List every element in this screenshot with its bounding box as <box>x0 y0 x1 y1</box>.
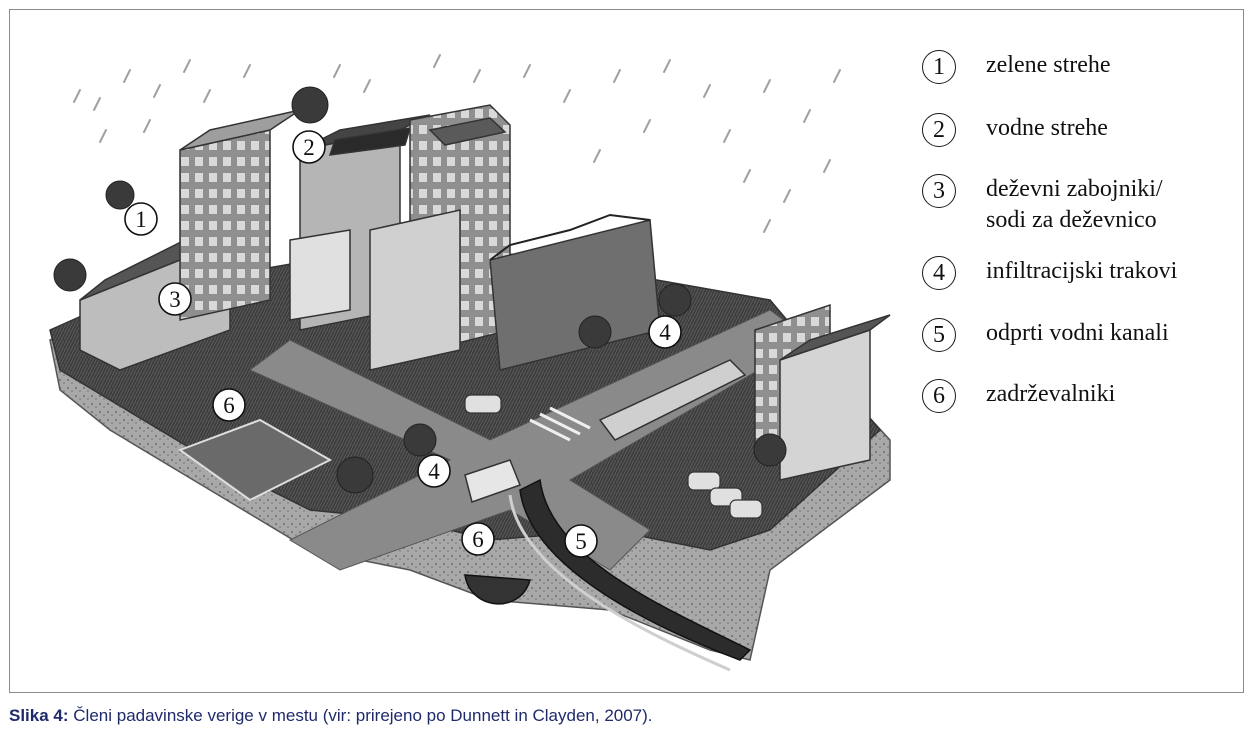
marker-5: 5 <box>564 524 598 558</box>
legend-item-rain-barrels: 3 deževni zabojniki/ sodi za deževnico <box>922 174 1163 236</box>
legend-number: 5 <box>922 318 956 352</box>
legend-item-infiltration-strips: 4 infiltracijski trakovi <box>922 256 1177 290</box>
legend-number: 4 <box>922 256 956 290</box>
marker-4-center: 4 <box>417 454 451 488</box>
svg-text:1: 1 <box>135 207 147 232</box>
svg-text:4: 4 <box>659 320 671 345</box>
svg-text:3: 3 <box>169 287 181 312</box>
marker-6-basin: 6 <box>461 522 495 556</box>
bus <box>464 459 521 503</box>
marker-2: 2 <box>292 130 326 164</box>
legend-number: 1 <box>922 50 956 84</box>
legend-label: zadrževalniki <box>986 381 1116 407</box>
retention-basin <box>464 574 531 605</box>
svg-text:2: 2 <box>303 135 315 160</box>
road-crossing <box>529 406 591 442</box>
legend-item-open-channels: 5 odprti vodni kanali <box>922 318 1169 352</box>
legend-label: deževni zabojniki/ sodi za deževnico <box>986 174 1163 236</box>
parked-cars <box>464 394 763 519</box>
buildings <box>79 104 891 481</box>
legend-label-line2: sodi za deževnico <box>986 207 1157 233</box>
legend-label-line1: deževni zabojniki/ <box>986 176 1163 202</box>
rain-lines <box>73 54 841 233</box>
legend-number: 3 <box>922 174 956 208</box>
marker-3: 3 <box>158 282 192 316</box>
legend-label: odprti vodni kanali <box>986 320 1169 346</box>
water-channel-edge <box>508 494 731 672</box>
svg-text:5: 5 <box>575 529 587 554</box>
legend-item-water-roofs: 2 vodne strehe <box>922 113 1108 147</box>
legend-item-retention-basins: 6 zadrževalniki <box>922 379 1115 413</box>
caption-text: Členi padavinske verige v mestu (vir: pr… <box>68 706 653 725</box>
marker-1: 1 <box>124 202 158 236</box>
legend-label: infiltracijski trakovi <box>986 258 1178 284</box>
city-illustration: 1 2 3 4 4 5 6 6 <box>49 54 891 672</box>
tram <box>598 359 747 441</box>
caption-label: Slika 4: <box>9 706 69 725</box>
figure-frame: 1 2 3 4 4 5 6 6 <box>9 9 1244 693</box>
road-main <box>249 309 811 571</box>
marker-4-right: 4 <box>648 315 682 349</box>
legend-item-green-roofs: 1 zelene strehe <box>922 50 1111 84</box>
svg-text:6: 6 <box>472 527 484 552</box>
figure-caption: Slika 4: Členi padavinske verige v mestu… <box>9 706 653 726</box>
svg-text:4: 4 <box>428 459 440 484</box>
svg-text:6: 6 <box>223 393 235 418</box>
legend-number: 6 <box>922 379 956 413</box>
legend-number: 2 <box>922 113 956 147</box>
legend-label: vodne strehe <box>986 115 1108 141</box>
sports-court <box>177 418 333 502</box>
marker-6-court: 6 <box>212 388 246 422</box>
legend-label: zelene strehe <box>986 52 1111 78</box>
trees <box>53 86 787 494</box>
